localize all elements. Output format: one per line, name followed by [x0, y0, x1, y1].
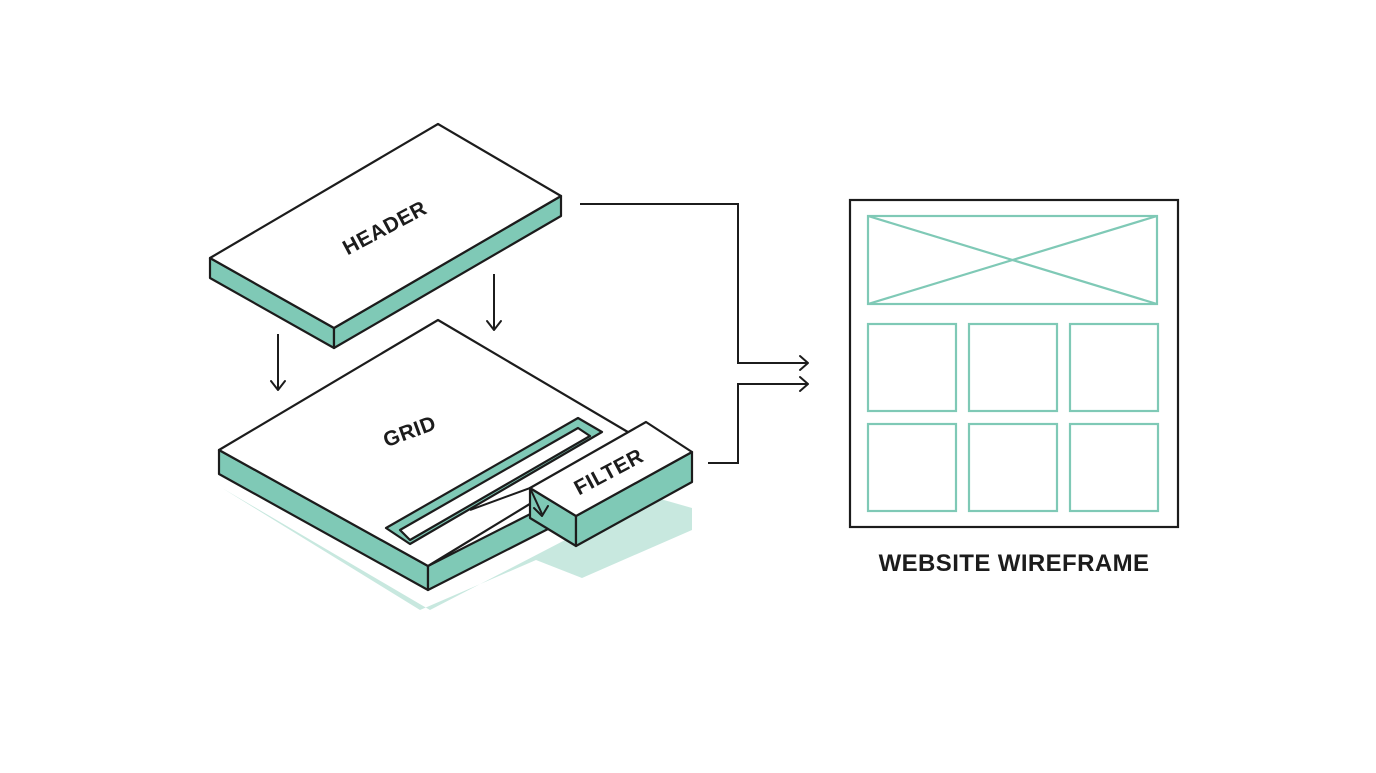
header-to-wireframe-arrowhead: [799, 355, 809, 371]
filter-block: FILTER: [528, 420, 694, 548]
header-down-arrow-left-head: [270, 380, 286, 391]
wireframe-hero-cross-b: [867, 214, 1158, 306]
grid-block: GRID: [217, 318, 640, 592]
wireframe-grid-cell: [1068, 322, 1160, 413]
wireframe-frame: [848, 198, 1180, 529]
header-to-wireframe-connector: [580, 203, 808, 364]
header-down-arrow-right-head: [486, 320, 502, 331]
grid-to-filter-connector: [469, 486, 543, 515]
header-block-top-face: [208, 122, 563, 330]
wireframe-grid-cell: [967, 322, 1059, 413]
wireframe-caption: WEBSITE WIREFRAME: [879, 550, 1150, 577]
wireframe-grid-cells: [866, 322, 1160, 513]
filter-block-top-face: [528, 420, 694, 518]
header-block: HEADER: [208, 122, 563, 350]
wireframe-grid-cell: [866, 322, 958, 413]
filter-to-wireframe-connector: [708, 383, 808, 464]
wireframe-grid-cell: [1068, 422, 1160, 513]
wireframe-grid-cell: [866, 422, 958, 513]
wireframe-grid-cell: [967, 422, 1059, 513]
wireframe-hero-image: [866, 214, 1159, 306]
grid-slot-inner: [398, 426, 592, 542]
filter-to-wireframe-arrowhead: [799, 376, 809, 392]
grid-to-filter-arrowhead: [533, 505, 549, 517]
website-wireframe: [848, 198, 1180, 529]
